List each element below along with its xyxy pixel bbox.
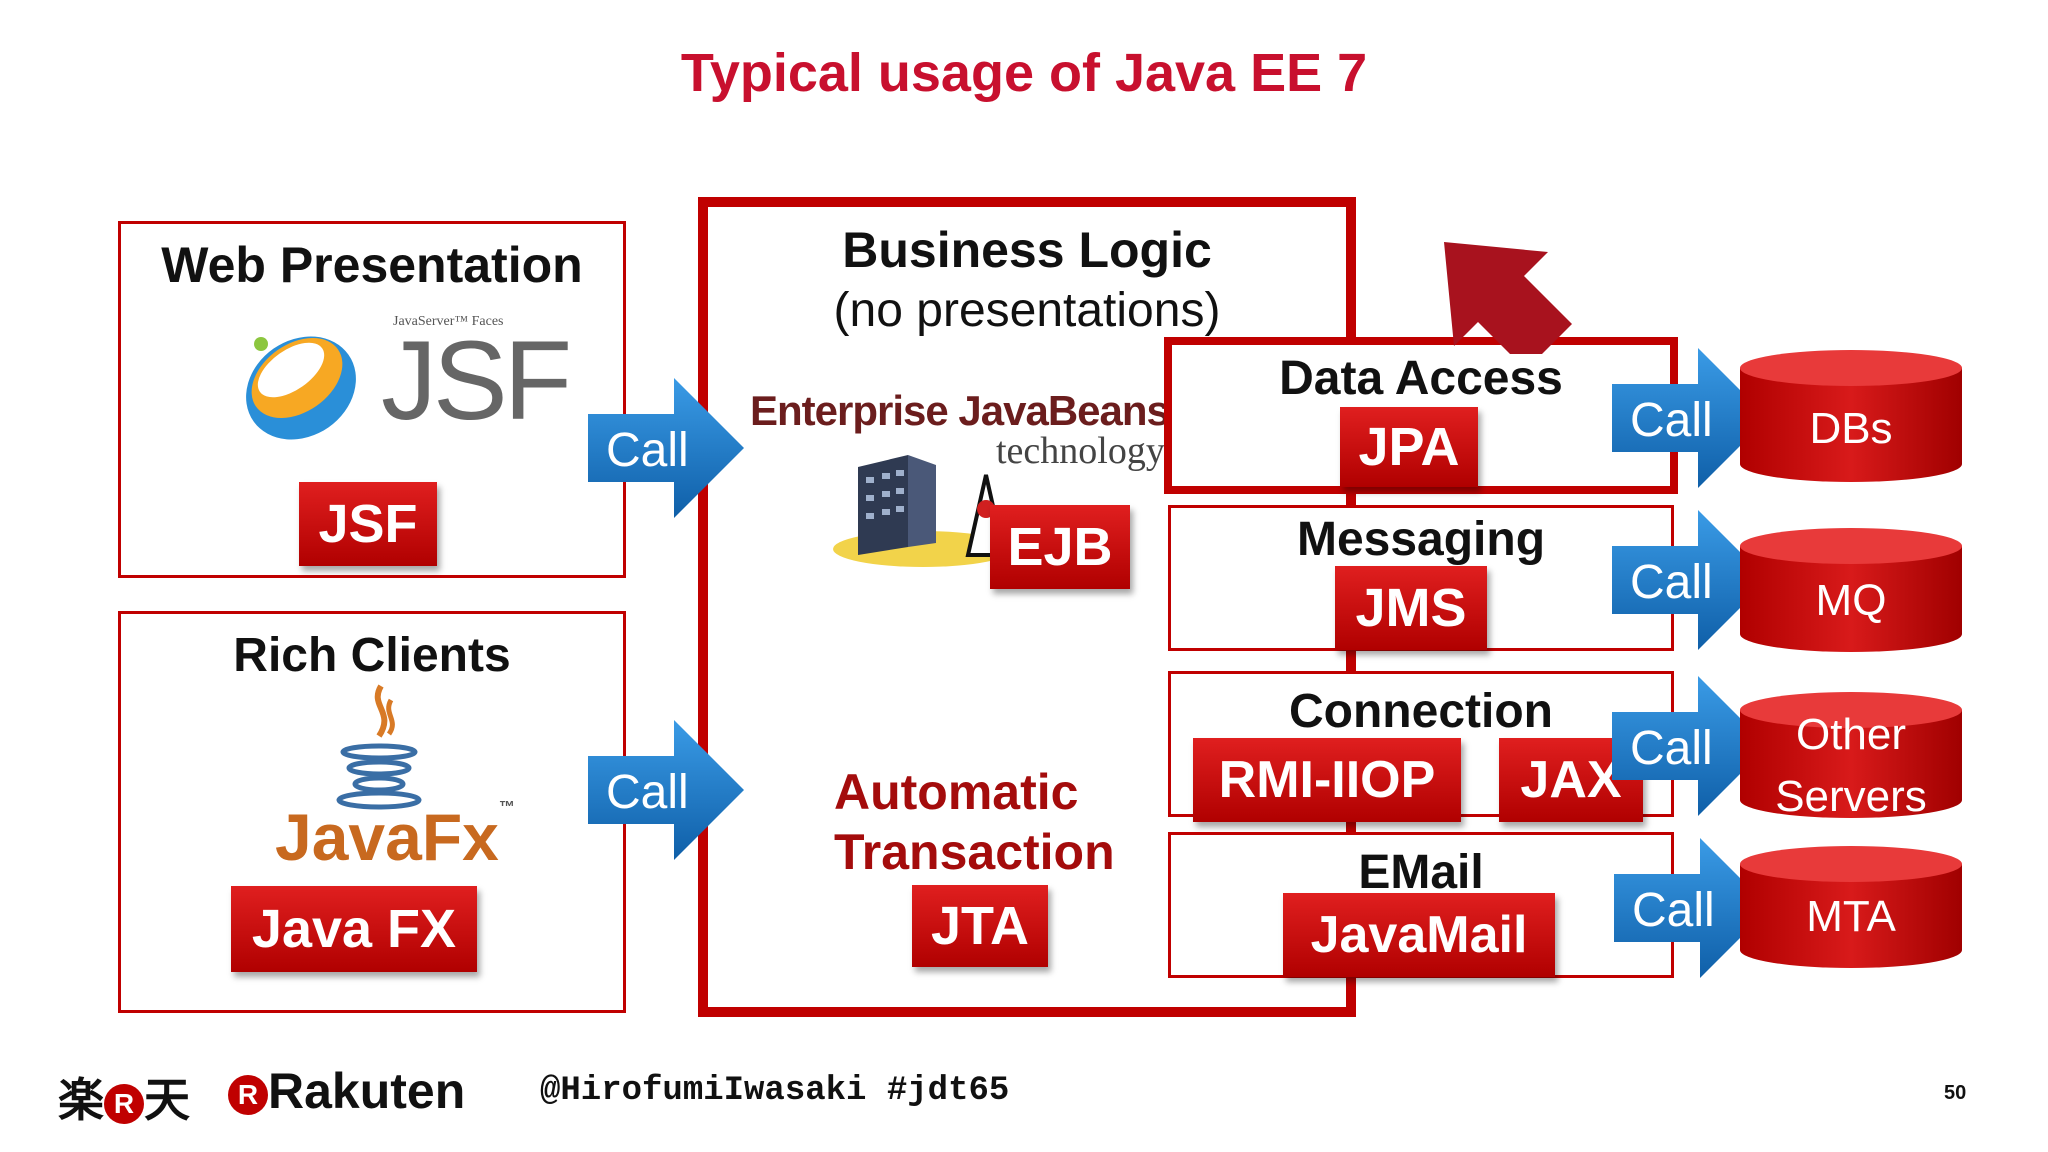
jsf-logo-small-text: JavaServer™ Faces — [393, 314, 504, 329]
pointer-arrow-icon — [1444, 242, 1572, 354]
javafx-tag: Java FX — [231, 886, 477, 972]
web-presentation-panel: Web Presentation JavaServer™ Faces JSF J… — [118, 221, 626, 578]
call-arrow-icon: Call — [588, 720, 744, 860]
call-arrow-icon: Call — [1612, 676, 1768, 816]
transaction-line2: Transaction — [834, 824, 1115, 880]
ejb-tag: EJB — [990, 505, 1130, 589]
business-logic-heading: Business Logic — [842, 222, 1212, 278]
javafx-logo-text: JavaFx — [275, 800, 499, 874]
business-logic-subheading: (no presentations) — [833, 284, 1221, 337]
call-label: Call — [1630, 722, 1713, 775]
data-access-panel: Data Access JPA — [1164, 337, 1678, 494]
call-label: Call — [606, 424, 689, 477]
call-arrow-icon: Call — [588, 378, 744, 518]
jms-tag: JMS — [1335, 566, 1487, 650]
email-panel: EMail JavaMail — [1168, 832, 1674, 978]
data-access-heading: Data Access — [1279, 352, 1563, 405]
connection-panel: Connection RMI-IIOP JAX — [1168, 671, 1674, 822]
call-label: Call — [1632, 884, 1715, 937]
transaction-line1: Automatic — [834, 764, 1079, 820]
messaging-heading: Messaging — [1296, 513, 1546, 566]
java-cup-icon — [336, 684, 422, 810]
kanji-char-2: 天 — [144, 1074, 190, 1126]
jsf-logo-text: JSF — [381, 318, 572, 443]
cylinder-icon — [1740, 846, 1962, 968]
call-label: Call — [1630, 394, 1713, 447]
other-servers-label-line2: Servers — [1775, 772, 1927, 821]
cylinder-icon — [1740, 528, 1962, 652]
mta-label: MTA — [1806, 892, 1896, 941]
cylinder-icon — [1740, 350, 1962, 482]
call-arrow-icon: Call — [1612, 510, 1768, 650]
ejb-building-icon — [833, 455, 1013, 567]
ejb-logo-line1: Enterprise JavaBeans — [750, 387, 1170, 434]
kanji-r-mark: R — [104, 1083, 144, 1124]
javafx-logo-tm: ™ — [498, 799, 515, 816]
javafx-logo: JavaFx™ — [275, 799, 515, 875]
slide-title: Typical usage of Java EE 7 — [680, 43, 1368, 103]
mq-label: MQ — [1815, 576, 1887, 625]
other-servers-label-line1: Other — [1795, 710, 1907, 759]
call-label: Call — [1630, 556, 1713, 609]
rakuten-brand: Rakuten — [268, 1063, 466, 1119]
messaging-panel: Messaging JMS — [1168, 505, 1674, 651]
kanji-char-1: 楽 — [58, 1074, 104, 1126]
dbs-label: DBs — [1809, 404, 1893, 453]
rmi-iiop-tag: RMI-IIOP — [1193, 738, 1461, 822]
jsf-swirl-icon — [246, 336, 356, 440]
web-presentation-heading: Web Presentation — [161, 237, 583, 293]
rakuten-r-mark: R — [228, 1074, 268, 1115]
email-heading: EMail — [1358, 846, 1484, 899]
rich-clients-panel: Rich Clients JavaFx™ Java FX — [118, 611, 626, 1013]
ejb-logo-line2: technology — [996, 430, 1165, 472]
rich-clients-heading: Rich Clients — [233, 629, 511, 682]
call-arrow-icon: Call — [1614, 838, 1770, 978]
cylinder-icon — [1740, 692, 1962, 818]
call-label: Call — [606, 766, 689, 819]
page-number: 50 — [1944, 1082, 1967, 1104]
jta-tag: JTA — [912, 885, 1048, 967]
javamail-tag: JavaMail — [1283, 893, 1555, 977]
jsf-tag: JSF — [299, 482, 437, 566]
connection-heading: Connection — [1289, 685, 1553, 738]
ejb-logo: Enterprise JavaBeans™ — [750, 387, 1185, 435]
footer-handle: @HirofumiIwasaki #jdt65 — [540, 1072, 1010, 1110]
jpa-tag: JPA — [1340, 407, 1478, 487]
call-arrow-icon: Call — [1612, 348, 1768, 488]
